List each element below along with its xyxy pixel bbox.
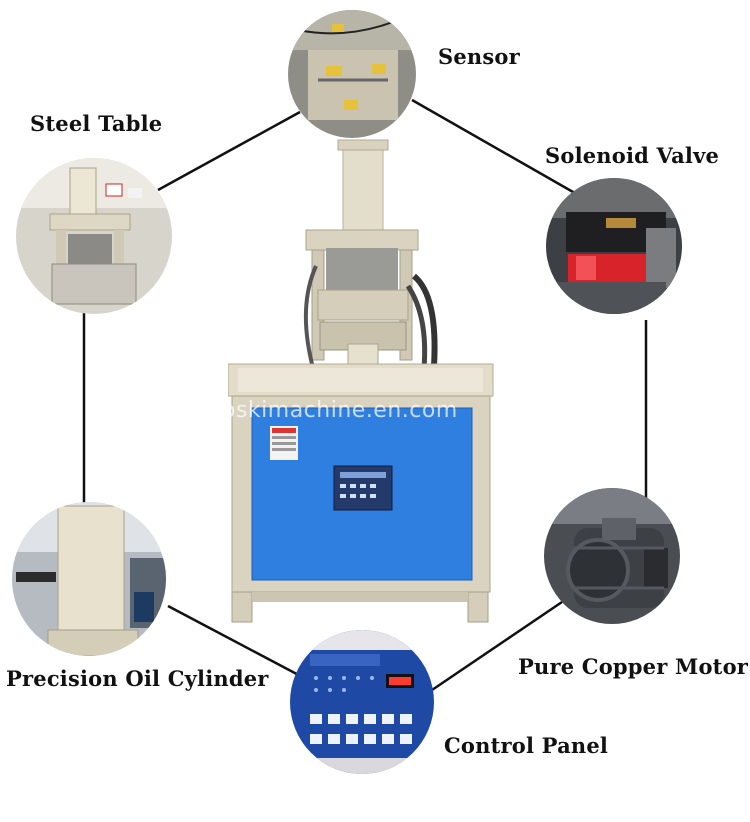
watermark-text: oskimachine.en.com: [222, 398, 458, 423]
line-motor-panel: [431, 600, 563, 692]
punching-machine-photo: [228, 139, 494, 623]
label-solenoid-valve: Solenoid Valve: [545, 143, 720, 168]
line-sensor-solenoid: [411, 98, 581, 198]
line-cylinder-panel: [167, 604, 309, 682]
label-control-panel: Control Panel: [444, 733, 609, 758]
sensor-photo: [288, 10, 416, 138]
label-precision-oil-cylinder: Precision Oil Cylinder: [6, 666, 269, 691]
label-steel-table: Steel Table: [30, 111, 163, 136]
control-panel-photo: [290, 630, 434, 774]
label-pure-copper-motor: Pure Copper Motor: [518, 654, 749, 679]
line-sensor-steeltable: [157, 110, 301, 192]
label-sensor: Sensor: [438, 44, 520, 69]
solenoid-valve-photo: [546, 178, 682, 314]
copper-motor-photo: [544, 488, 680, 624]
oil-cylinder-photo: [12, 502, 166, 656]
steel-table-photo: [16, 158, 172, 314]
